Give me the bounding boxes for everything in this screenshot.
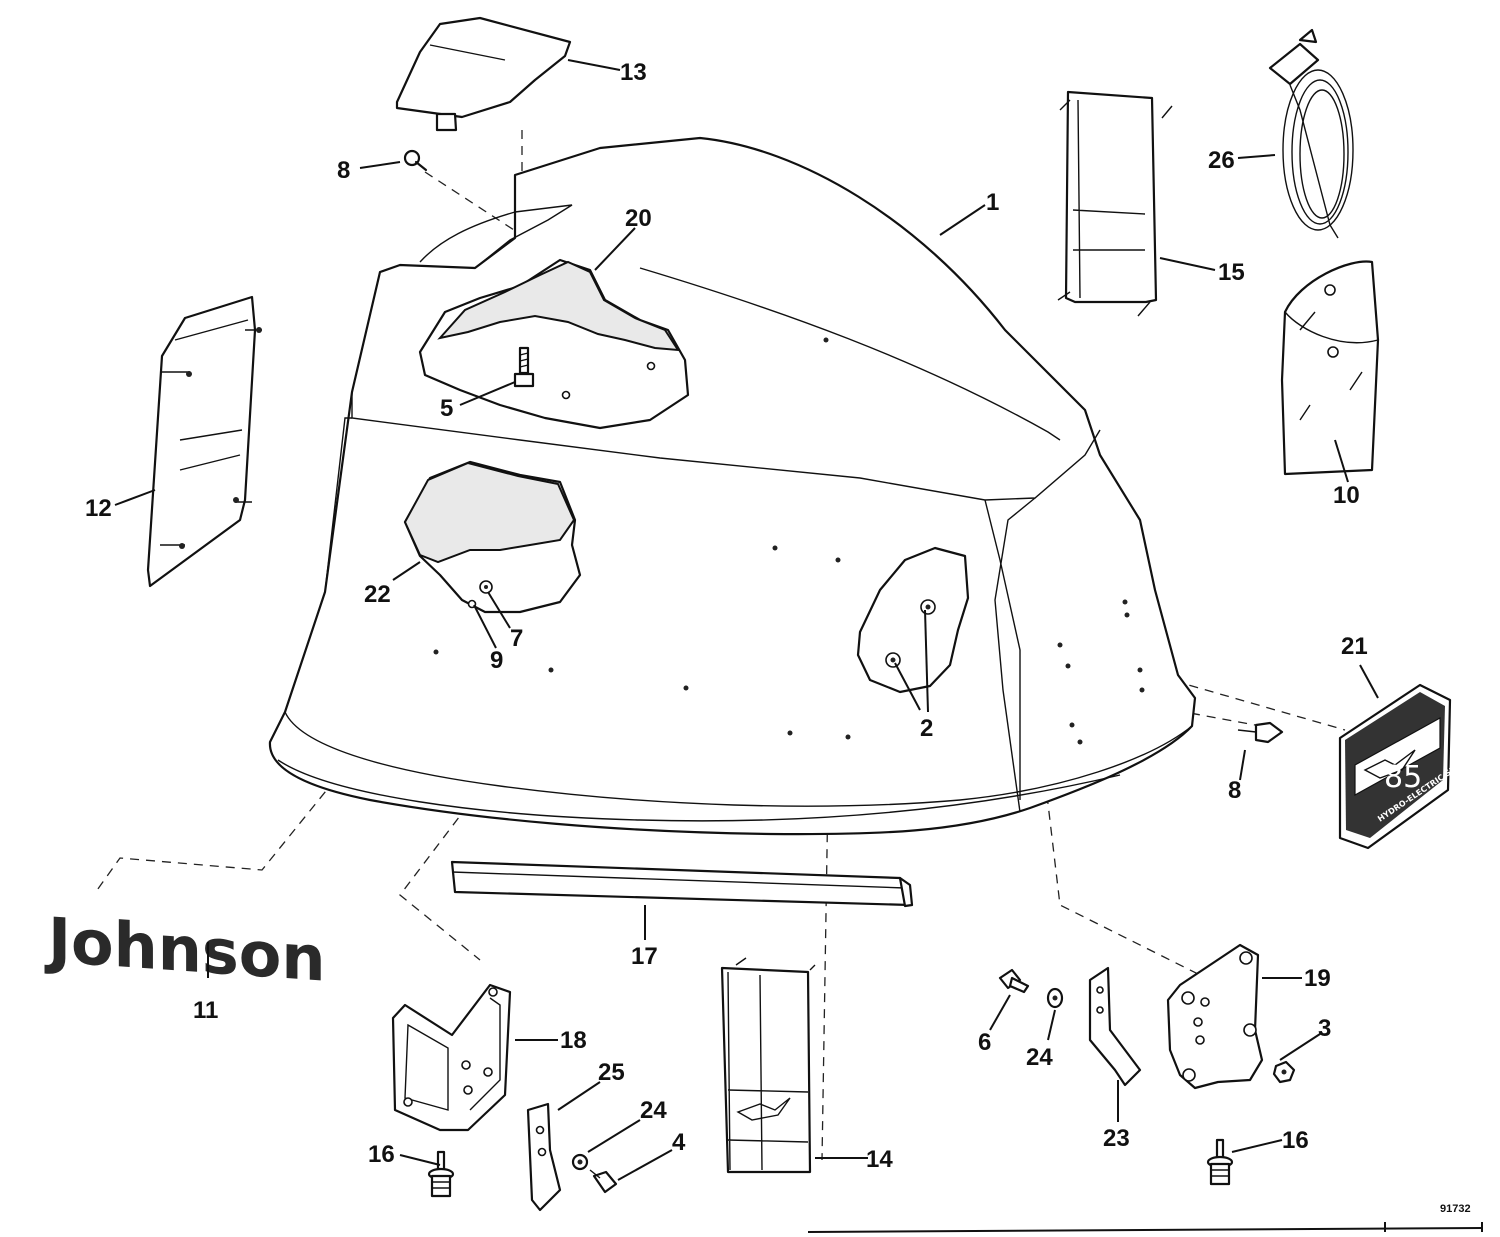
screw-part-8-top [403,149,428,172]
callout-9: 9 [490,647,503,674]
callout-18: 18 [560,1027,587,1054]
callout-labels: 1 2 3 4 5 6 7 8 8 9 10 11 12 13 14 15 16… [85,59,1368,1173]
figure-footer: 91732 [807,1203,1483,1233]
callout-2: 2 [920,715,933,742]
callout-10: 10 [1333,482,1360,509]
callout-14: 14 [866,1146,893,1173]
screw-part-4 [589,1169,618,1194]
callout-15: 15 [1218,259,1245,286]
mounting-plate-part-19 [1166,943,1264,1090]
callout-24-right: 24 [1026,1044,1053,1071]
callout-7: 7 [510,625,523,652]
nut-part-3 [1272,1060,1296,1084]
bolt-part-6 [998,968,1030,994]
callout-5: 5 [440,395,453,422]
brand-emblem-part-11: Johnson [43,902,328,998]
fastener-part-16-right [1206,1138,1234,1186]
callout-21: 21 [1341,633,1368,660]
brand-emblem-text: Johnson [44,903,326,996]
callout-11: 11 [193,997,218,1024]
callout-19: 19 [1304,965,1331,992]
strap-part-25 [526,1102,562,1212]
callout-13: 13 [620,59,647,86]
callout-8-right: 8 [1228,777,1241,804]
screw-part-8-right [1237,721,1284,744]
side-foam-cutaway-part-22 [403,460,582,614]
seal-strip-part-17 [450,860,914,908]
washer-part-24-left [571,1153,589,1171]
washer-part-24-right [1046,987,1064,1009]
callout-12: 12 [85,495,112,522]
callout-25: 25 [598,1059,625,1086]
pouch-part-10 [1280,260,1380,476]
model-decal-part-21: 85 HYDRO-ELECTRIC SHIFT [1338,683,1470,850]
cable-part-26 [1268,28,1354,239]
cover-mounting-holes [433,337,1145,745]
figure-number: 91732 [1440,1203,1471,1215]
access-cover-part-13 [395,16,572,132]
bracket-strap-part-23 [1088,966,1142,1087]
callout-22: 22 [364,581,391,608]
side-panel-part-15 [1057,90,1173,317]
bracket-part-18 [391,983,512,1132]
callout-4: 4 [672,1129,686,1156]
callout-26: 26 [1208,147,1235,174]
leader-lines [114,59,1379,1181]
grommet-cutaway-part-2 [856,546,970,694]
callout-16-right: 16 [1282,1127,1309,1154]
callout-17: 17 [631,943,658,970]
bolt-part-5 [513,346,535,388]
callout-6: 6 [978,1029,991,1056]
side-panel-part-12 [146,295,262,588]
top-foam-cutaway-part-20 [418,258,690,430]
front-panel-part-14 [720,957,816,1174]
callout-3: 3 [1318,1015,1331,1042]
callout-8-top: 8 [337,157,350,184]
callout-20: 20 [625,205,652,232]
decal-number: 85 [1384,760,1422,795]
engine-cover-part-1 [268,136,1197,836]
callout-1: 1 [986,189,999,216]
callout-23: 23 [1103,1125,1130,1152]
callout-16-left: 16 [368,1141,395,1168]
callout-24-left: 24 [640,1097,667,1124]
fastener-part-16-left [427,1150,455,1198]
